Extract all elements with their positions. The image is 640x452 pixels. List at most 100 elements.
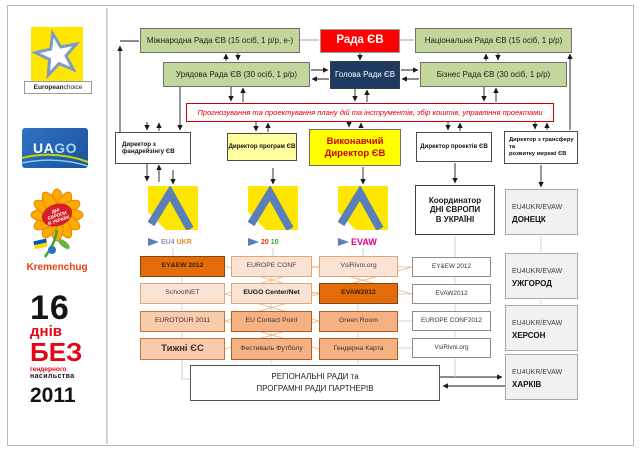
program-eyew2012-box: EY&EW 2012: [140, 256, 225, 277]
program-label: SchoolNET: [165, 289, 200, 297]
lambda-icon: [337, 185, 388, 231]
eu4ukr-p1: EU4: [161, 238, 175, 246]
evaw-logo: EVAW: [337, 185, 388, 247]
program-label: EY&EW 2012: [161, 262, 204, 270]
eu4ukr-p2: UKR: [176, 238, 192, 246]
campaign-violence: насильства: [30, 372, 75, 380]
government-council-box: Урядова Рада ЄВ (30 осіб, 1 р/р): [163, 62, 310, 87]
fundraising-director-box: Директор з фандрейзінгу ЄВ: [115, 132, 191, 164]
project-label: EUROPE CONF2012: [420, 317, 483, 325]
evaw-caption: EVAW: [338, 237, 388, 247]
council-label: Рада ЄВ: [336, 34, 384, 47]
national-council-label: Національна Рада ЄВ (15 осіб, 1 р/р): [424, 35, 563, 45]
program-gender-map-box: Гендерна Карта: [319, 338, 398, 360]
programs-director-label: Директор програм ЄВ: [228, 143, 296, 151]
office-kharkiv-box: EU4UKR/EVAW ХАРКІВ: [505, 354, 578, 400]
office-city: УЖГОРОД: [512, 279, 552, 289]
fundraising-director-l1: Директор з: [122, 140, 156, 148]
program-label: EUROPE CONF: [246, 262, 297, 270]
star-icon: [30, 27, 83, 81]
project-evaw2012-box: EVAW2012: [412, 284, 491, 304]
uago-logo: UA GO: [22, 128, 88, 168]
council-box: Рада ЄВ: [320, 29, 400, 53]
program-label: EU Contact Point: [245, 317, 298, 325]
coordinator-l3: В УКРАЇНІ: [435, 214, 475, 224]
project-europe-conf2012-box: EUROPE CONF2012: [412, 311, 491, 331]
executive-director-l1: Виконавчий: [326, 136, 384, 148]
program-label: EVAW2012: [341, 289, 376, 297]
executive-director-l2: Директор ЄВ: [324, 147, 386, 159]
regional-councils-l2: ПРОГРАМНІ РАДИ ПАРТНЕРІВ: [256, 384, 374, 393]
evaw-text: EVAW: [351, 237, 377, 247]
program-europe-conf-box: EUROPE CONF: [231, 256, 312, 277]
year2010-logo: 20 10: [247, 185, 298, 247]
office-city: ДОНЕЦК: [512, 215, 546, 225]
program-eu-contact-point-box: EU Contact Point: [231, 311, 312, 332]
council-head-label: Голова Ради ЄВ: [334, 70, 396, 80]
coordinator-l2: ДНІ ЄВРОПИ: [429, 205, 481, 215]
international-council-box: Міжнародна Рада ЄВ (15 осіб, 1 р/р, е-): [140, 28, 300, 53]
projects-director-box: Директор проектів ЄВ: [416, 132, 492, 162]
program-eugo-center-box: EUGO Center/Net: [231, 283, 312, 304]
campaign-number: 16: [30, 289, 70, 327]
program-schoolnet-box: SchoolNET: [140, 283, 225, 304]
transfer-director-l1: Директор з трансферу та: [509, 137, 574, 151]
international-council-label: Міжнародна Рада ЄВ (15 осіб, 1 р/р, е-): [146, 35, 294, 45]
fundraising-director-l2: фандрейзінгу ЄВ: [122, 148, 175, 155]
program-vsirivni-box: VsiRivni.org: [319, 256, 398, 277]
program-evaw2012-box: EVAW2012: [319, 283, 398, 304]
program-label: Green Room: [339, 317, 378, 325]
uago-ua: UA: [32, 140, 55, 156]
office-kherson-box: EU4UKR/EVAW ХЕРСОН: [505, 305, 578, 351]
program-green-room-box: Green Room: [319, 311, 398, 332]
eu4ukr-caption: EU4 UKR: [148, 237, 198, 247]
national-council-box: Національна Рада ЄВ (15 осіб, 1 р/р): [415, 28, 572, 53]
government-council-label: Урядова Рада ЄВ (30 осіб, 1 р/р): [175, 69, 298, 79]
program-label: EUROTOUR 2011: [154, 317, 211, 325]
office-prefix: EU4UKR/EVAW: [512, 268, 563, 275]
sunflower-icon: ДНІ ЄВРОПИ В УКРАЇНІ: [30, 188, 84, 258]
office-prefix: EU4UKR/EVAW: [512, 204, 563, 211]
year2010-caption: 20 10: [248, 237, 298, 247]
regional-councils-l1: РЕГІОНАЛЬНІ РАДИ та: [271, 372, 359, 381]
executive-director-box: Виконавчий Директор ЄВ: [309, 129, 401, 166]
office-donetsk-box: EU4UKR/EVAW ДОНЕЦК: [505, 189, 578, 235]
office-prefix: EU4UKR/EVAW: [512, 320, 563, 327]
project-vsirivni-box: VsiRivni.org: [412, 338, 491, 358]
slide-border: [7, 5, 634, 446]
programs-director-box: Директор програм ЄВ: [227, 133, 297, 161]
program-label: Тижні ЄС: [161, 343, 204, 355]
campaign-days: днів: [30, 323, 62, 341]
council-head-box: Голова Ради ЄВ: [330, 61, 400, 89]
program-label: VsiRivni.org: [340, 262, 377, 270]
caption-bold: European: [33, 84, 64, 91]
triangle-icon: [338, 238, 349, 246]
triangle-icon: [148, 238, 159, 246]
sidebar-divider: [106, 8, 108, 444]
campaign-16-days-block: 16 днів БЕЗ гендерного насильства 2011: [30, 289, 96, 408]
office-city: ХАРКІВ: [512, 380, 542, 390]
uago-go: GO: [54, 140, 77, 156]
business-council-box: Бізнес Рада ЄВ (30 осіб, 1 р/р): [420, 62, 567, 87]
flower-text-1: ДНІ: [51, 207, 60, 214]
program-eurotour-box: EUROTOUR 2011: [140, 311, 225, 332]
campaign-without: БЕЗ: [30, 337, 83, 368]
project-label: EVAW2012: [435, 290, 468, 298]
program-label: Фестиваль Футболу: [240, 344, 303, 352]
caption-rest: choice: [63, 84, 83, 91]
coordinator-l1: Координатор: [428, 195, 482, 205]
planning-banner: Прогнозування та проектування плану дій …: [186, 103, 554, 122]
triangle-icon: [248, 238, 259, 246]
business-council-label: Бізнес Рада ЄВ (30 осіб, 1 р/р): [436, 69, 551, 79]
office-prefix: EU4UKR/EVAW: [512, 369, 563, 376]
eu4ukr-logo: EU4 UKR: [147, 185, 198, 247]
campaign-gender: гендерного: [30, 365, 67, 373]
transfer-director-l2: розвитку мережі ЄВ: [509, 150, 567, 157]
uago-swoosh-icon: [22, 153, 88, 167]
kremenchug-sunflower-logo: ДНІ ЄВРОПИ В УКРАЇНІ: [18, 186, 96, 262]
lambda-icon: [147, 185, 198, 231]
y2010-p2: 10: [270, 238, 279, 246]
program-football-festival-box: Фестиваль Футболу: [231, 338, 312, 360]
campaign-year: 2011: [30, 383, 76, 407]
